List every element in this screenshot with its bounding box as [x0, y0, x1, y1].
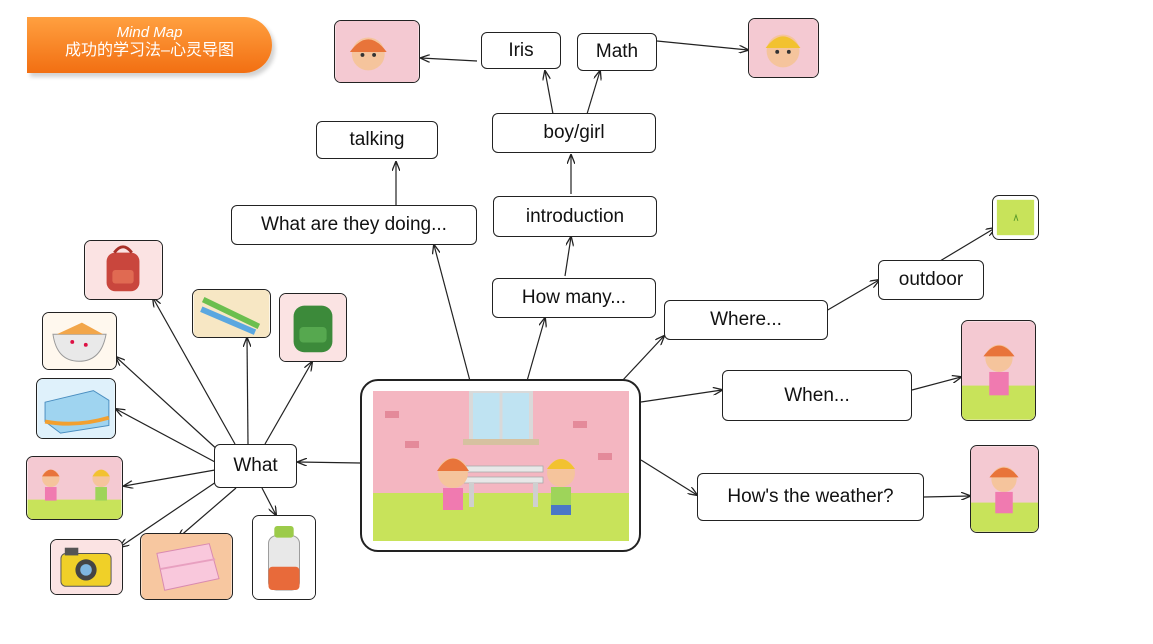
node-math[interactable]: Math: [577, 33, 657, 71]
food-bowl-photo: [42, 312, 117, 370]
towel-photo: [140, 533, 233, 600]
node-what-are-they-doing[interactable]: What are they doing...: [231, 205, 477, 245]
math-photo: [748, 18, 819, 78]
water-bottle-photo: [252, 515, 316, 600]
node-when[interactable]: When...: [722, 370, 912, 421]
grass-icon: [996, 199, 1035, 236]
pencils-photo: [192, 289, 271, 338]
girl-sunny-icon: [971, 446, 1038, 532]
green-backpack-icon: [280, 294, 346, 361]
title-chinese: 成功的学习法–心灵导图: [65, 42, 234, 59]
node-what[interactable]: What: [214, 444, 297, 488]
node-boy-girl[interactable]: boy/girl: [492, 113, 656, 153]
mind-map-title-badge: Mind Map 成功的学习法–心灵导图: [27, 17, 272, 73]
food-bowl-icon: [43, 313, 116, 369]
camera-photo: [50, 539, 123, 595]
camera-icon: [51, 540, 122, 594]
iris-photo: [334, 20, 420, 83]
pencils-icon: [193, 290, 270, 337]
tissue-box-icon: [37, 379, 115, 438]
towel-icon: [141, 534, 232, 599]
girl-walking-icon: [962, 321, 1035, 420]
boy-math-icon: [749, 19, 818, 77]
when-photo: [961, 320, 1036, 421]
node-how-is-the-weather[interactable]: How's the weather?: [697, 473, 924, 521]
node-outdoor[interactable]: outdoor: [878, 260, 984, 300]
node-how-many[interactable]: How many...: [492, 278, 656, 318]
title-english: Mind Map: [116, 24, 183, 41]
park-scene-icon: [373, 391, 629, 541]
kids-bench-icon: [27, 457, 122, 519]
green-backpack-photo: [279, 293, 347, 362]
kids-bench-photo: [26, 456, 123, 520]
node-talking[interactable]: talking: [316, 121, 438, 159]
backpack-icon: [85, 241, 162, 299]
girl-iris-icon: [335, 21, 419, 82]
tissue-box-photo: [36, 378, 116, 439]
node-introduction[interactable]: introduction: [493, 196, 657, 237]
backpack-photo: [84, 240, 163, 300]
water-bottle-icon: [253, 516, 315, 599]
center-park-scene: [360, 379, 641, 552]
node-where[interactable]: Where...: [664, 300, 828, 340]
node-iris[interactable]: Iris: [481, 32, 561, 69]
outdoor-photo: [992, 195, 1039, 240]
weather-photo: [970, 445, 1039, 533]
